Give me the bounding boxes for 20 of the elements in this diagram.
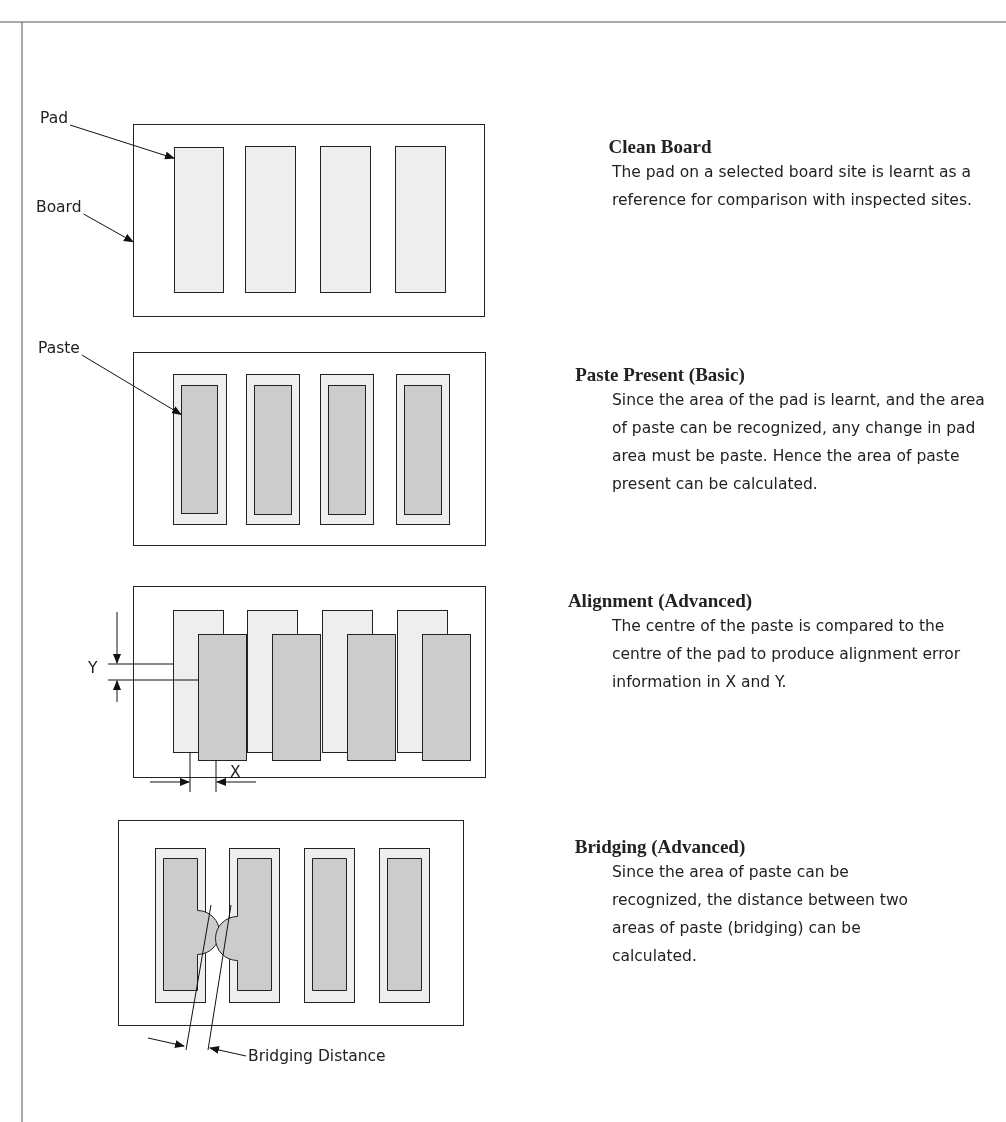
leader-line	[83, 213, 134, 243]
leader-line	[69, 124, 175, 160]
section-heading: Bridging (Advanced)	[573, 835, 747, 859]
dimension-label: Y	[88, 658, 99, 679]
section-heading: Clean Board	[607, 135, 713, 159]
leader-line	[81, 354, 182, 415]
description-text: The centre of the paste is compared to the centre of the pad to produce alignment error information in X and Y.	[612, 616, 962, 693]
description-text: The pad on a selected board site is learnt as a reference for comparison with inspected sites.	[612, 162, 973, 211]
description-text: Since the area of the pad is learnt, and the area of paste can be recognized, any change in pad area must be paste. Hence the area of paste present can be calculated.	[612, 390, 986, 495]
section-heading: Paste Present (Basic)	[574, 363, 746, 387]
pad-rect	[174, 147, 224, 293]
paste-rect	[181, 385, 218, 514]
part-name: Pad	[40, 109, 68, 127]
description-text: Since the area of paste can be recognized, the distance between two areas of paste (bridging) can be calculated.	[612, 862, 910, 967]
part-name: Board	[36, 198, 82, 216]
part-name: Paste	[38, 339, 80, 357]
section-heading: Alignment (Advanced)	[566, 589, 754, 613]
dimension-label: Bridging Distance	[248, 1046, 387, 1067]
board-rect	[133, 124, 485, 317]
dimension-label: X	[230, 762, 242, 783]
